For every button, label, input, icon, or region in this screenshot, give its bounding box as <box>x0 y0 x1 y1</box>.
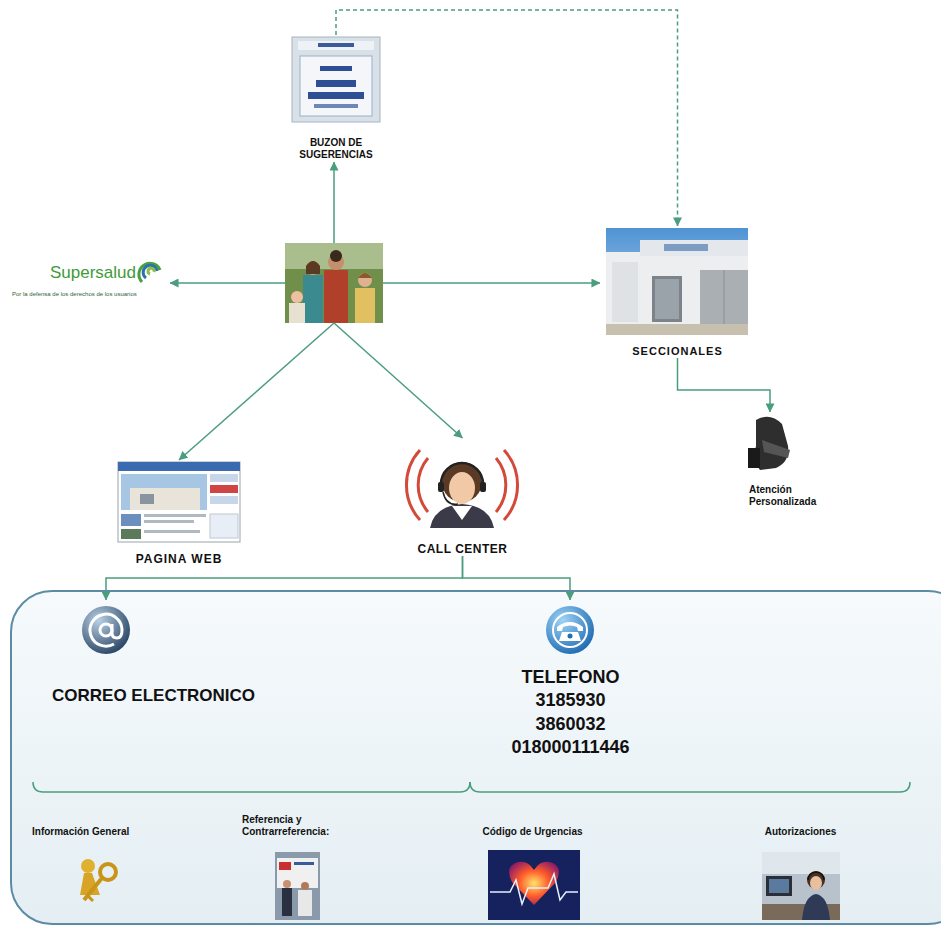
general-info-node: Información General <box>28 826 190 908</box>
connector-arrow <box>383 282 600 284</box>
referral-node: Referencia y Contrarreferencia: <box>236 814 336 922</box>
node-label: SECCIONALES <box>600 345 755 358</box>
bracket <box>33 782 910 792</box>
node-label: Atención Personalizada <box>745 484 837 508</box>
node-subtitle: Por la defensa de los derechos de los us… <box>10 291 170 298</box>
call-center-agent-icon <box>406 450 517 528</box>
connector-arrow <box>336 10 678 226</box>
node-label: Código de Urgencias <box>450 826 615 838</box>
web-page-node: PAGINA WEB <box>110 460 248 566</box>
email-node: CORREO ELECTRONICO <box>46 600 314 706</box>
node-label: CORREO ELECTRONICO <box>46 686 314 706</box>
key-figure-icon <box>80 859 116 901</box>
connector-arrow <box>463 556 571 600</box>
channels-panel: CORREO ELECTRONICO TELEFONO 3185930 38600… <box>10 590 941 925</box>
heart-monitor-image <box>488 850 580 920</box>
panel-ground <box>10 590 941 925</box>
node-label: Información General <box>28 826 190 838</box>
email-icon <box>82 606 130 654</box>
personal-attention-node: Atención Personalizada <box>745 412 837 508</box>
telephone-icon <box>546 606 594 654</box>
call-center-node: CALL CENTER <box>395 438 530 556</box>
supersalud-node: SupersaludPor la defensa de los derechos… <box>10 256 170 306</box>
telephone-node: TELEFONO 3185930 3860032 018000111446 <box>503 600 638 768</box>
supersalud-logo-mark <box>139 263 160 282</box>
office-agent-photo <box>762 852 840 920</box>
ambulance-photo <box>275 852 320 920</box>
handshake-icon <box>748 417 790 470</box>
sectional-office-node: SECCIONALES <box>600 226 755 358</box>
node-label: Referencia y Contrarreferencia: <box>236 814 336 838</box>
node-label: Supersalud <box>10 264 170 283</box>
node-label: CALL CENTER <box>395 542 530 556</box>
authorizations-node: Autorizaciones <box>738 826 863 922</box>
users-node <box>285 243 383 323</box>
connector-arrow <box>333 162 335 243</box>
connector-arrow <box>678 358 771 412</box>
node-label: TELEFONO 3185930 3860032 018000111446 <box>507 600 634 760</box>
web-page-screenshot <box>118 462 240 542</box>
suggestion-box-node: BUZON DE SUGERENCIAS <box>280 35 392 162</box>
emergency-code-node: Código de Urgencias <box>450 826 615 922</box>
connector-arrow <box>179 323 334 460</box>
node-label: Autorizaciones <box>738 826 863 838</box>
suggestion-box-photo <box>292 37 380 122</box>
node-label: PAGINA WEB <box>110 552 248 566</box>
family-photo <box>285 243 383 323</box>
connector-arrow <box>334 323 463 438</box>
node-label: BUZON DE SUGERENCIAS <box>280 137 392 162</box>
office-building-photo <box>606 228 748 335</box>
connector-arrow <box>170 282 285 284</box>
